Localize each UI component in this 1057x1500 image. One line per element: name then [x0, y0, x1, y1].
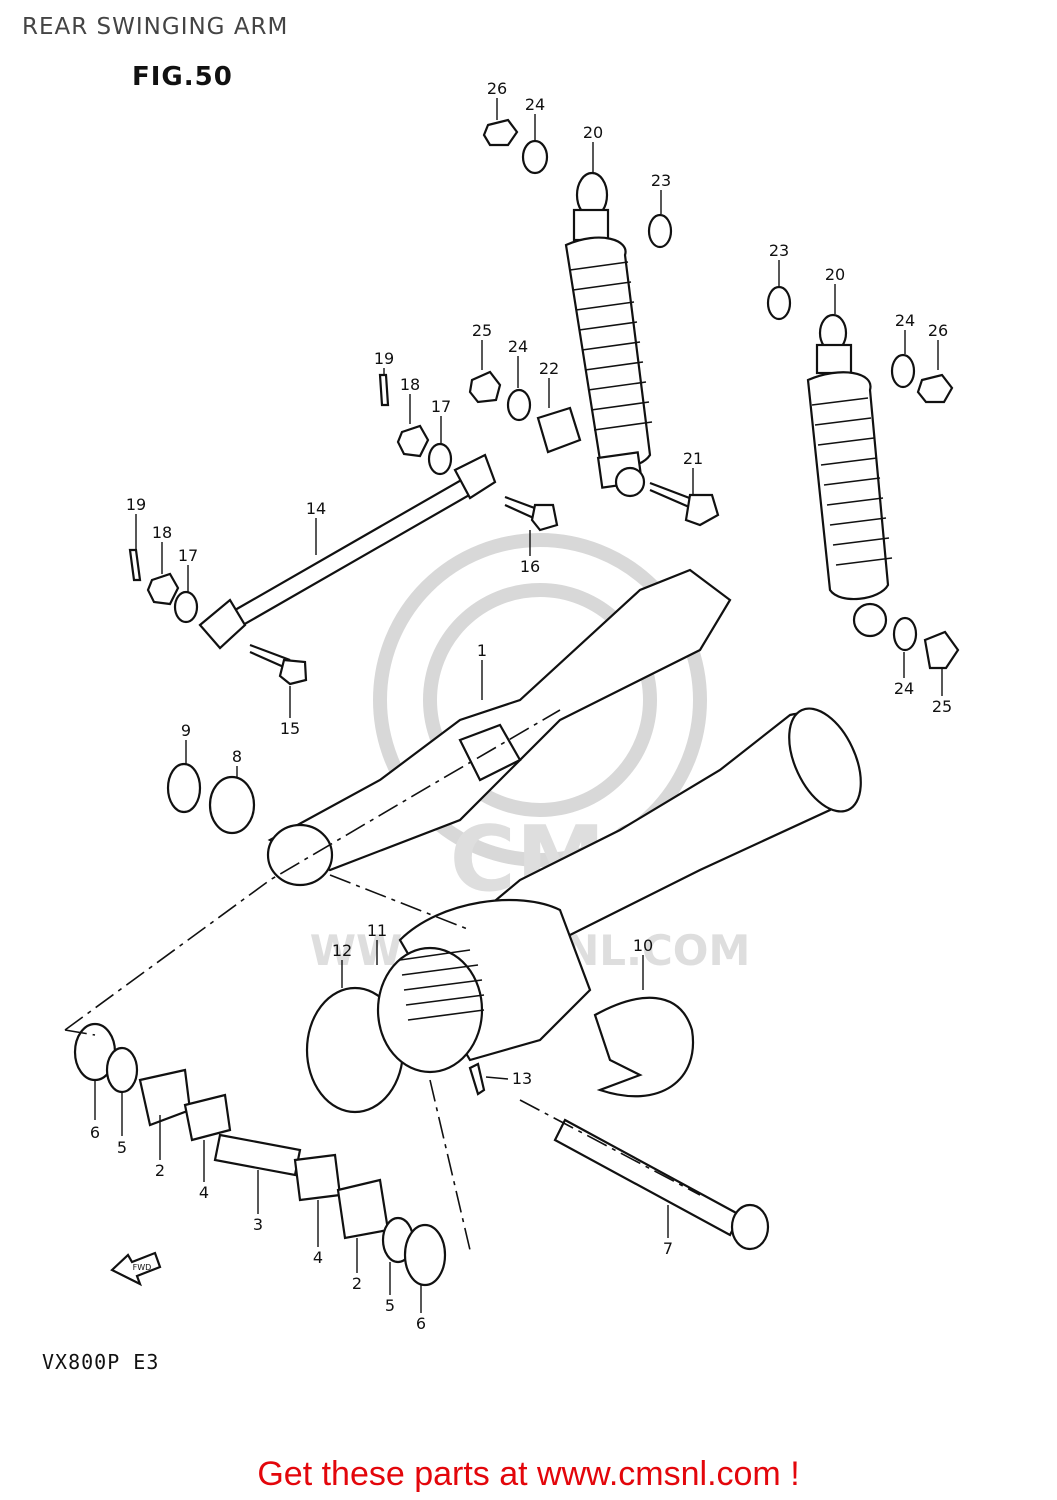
callout-label: 24	[894, 679, 914, 698]
callout-label: 9	[181, 721, 191, 740]
callout-label: 20	[583, 123, 603, 142]
pivot-bushings	[166, 762, 256, 835]
callout-label: 25	[932, 697, 952, 716]
figure-label: FIG.50	[132, 62, 233, 92]
callout-label: 17	[178, 546, 198, 565]
callout-label: 24	[525, 95, 545, 114]
page-title: REAR SWINGING ARM	[22, 14, 289, 40]
callout-label: 3	[253, 1215, 263, 1234]
callout-label: 19	[126, 495, 146, 514]
callout-label: 17	[431, 397, 451, 416]
callout-label: 12	[332, 941, 352, 960]
callout-label: 4	[313, 1248, 323, 1267]
shock-absorber-left	[564, 171, 653, 498]
callout-label: 23	[769, 241, 789, 260]
callout-label: 22	[539, 359, 559, 378]
promo-link[interactable]: Get these parts at www.cmsnl.com !	[257, 1455, 800, 1493]
pivot-parts	[73, 1022, 447, 1287]
model-code: VX800P E3	[42, 1350, 160, 1374]
callout-label: 20	[825, 265, 845, 284]
callout-label: 1	[477, 641, 487, 660]
callout-label: 26	[487, 79, 507, 98]
callout-label: 6	[90, 1123, 100, 1142]
fwd-label: FWD	[133, 1263, 152, 1272]
fwd-arrow-icon: FWD	[110, 1251, 162, 1287]
callout-label: 5	[385, 1296, 395, 1315]
screw	[468, 1062, 486, 1096]
callout-label: 19	[374, 349, 394, 368]
swing-arm	[266, 568, 862, 1062]
callout-label: 23	[651, 171, 671, 190]
shock-absorber-right	[806, 313, 893, 638]
callout-label: 18	[152, 523, 172, 542]
callout-label: 2	[352, 1274, 362, 1293]
callout-label: 21	[683, 449, 703, 468]
callout-label: 10	[633, 936, 653, 955]
callout-label: 2	[155, 1161, 165, 1180]
callouts: 26 24 20 23 23 20 24 26 25 24 22 19 18 1…	[90, 79, 952, 1333]
centre-lines	[64, 709, 701, 1251]
callout-label: 25	[472, 321, 492, 340]
callout-label: 15	[280, 719, 300, 738]
callout-label: 24	[895, 311, 915, 330]
callout-label: 11	[367, 921, 387, 940]
callout-label: 13	[512, 1069, 532, 1088]
callout-label: 4	[199, 1183, 209, 1202]
cover	[593, 996, 695, 1098]
callout-label: 26	[928, 321, 948, 340]
boot-and-clamp	[305, 946, 485, 1114]
callout-label: 18	[400, 375, 420, 394]
callout-label: 16	[520, 557, 540, 576]
callout-label: 14	[306, 499, 326, 518]
callout-label: 7	[663, 1239, 673, 1258]
callout-label: 24	[508, 337, 528, 356]
callout-label: 6	[416, 1314, 426, 1333]
fasteners	[128, 118, 960, 686]
pivot-bolt	[553, 1118, 770, 1251]
torque-rod	[198, 453, 497, 650]
callout-label: 5	[117, 1138, 127, 1157]
callout-label: 8	[232, 747, 242, 766]
